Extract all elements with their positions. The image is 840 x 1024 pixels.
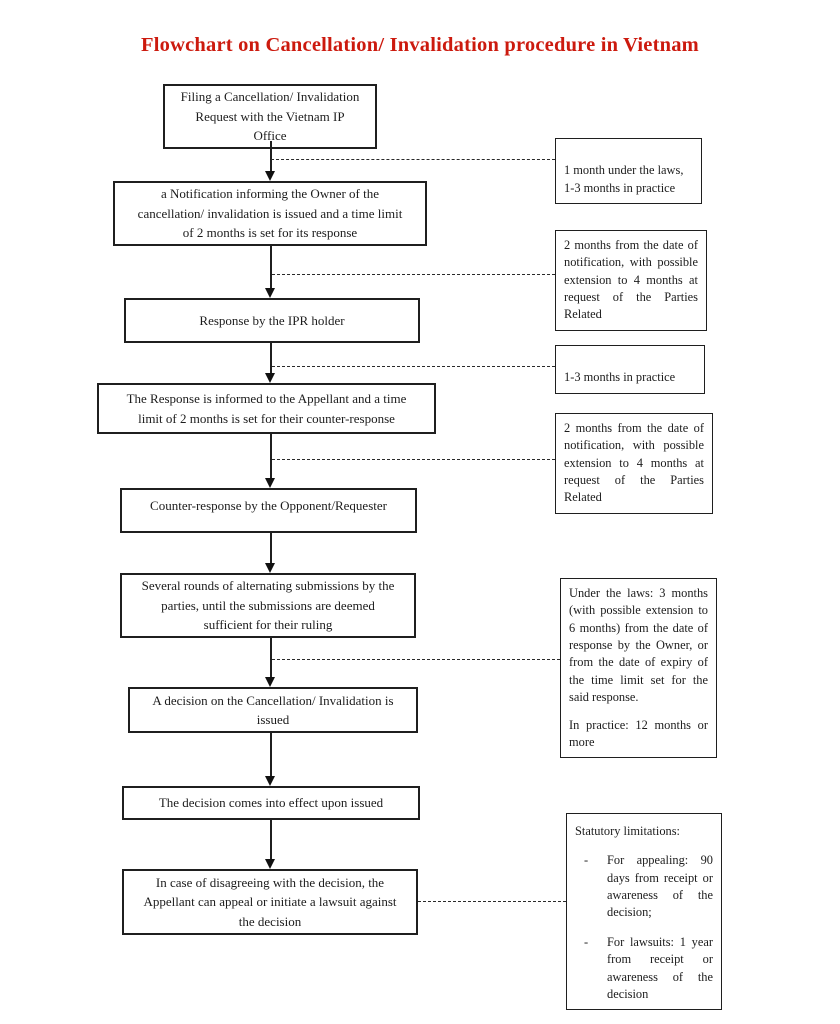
note-practice-timeline: 1-3 months in practice — [555, 345, 705, 394]
note-counter-response-timeline: 2 months from the date of notification, … — [555, 413, 713, 514]
step-decision-issued-label: A decision on the Cancellation/ Invalida… — [152, 692, 394, 728]
flow-arrow-2-shaft — [270, 245, 272, 289]
list-dash-icon: - — [584, 934, 589, 949]
note-filing-timeline: 1 month under the laws, 1-3 months in pr… — [555, 138, 702, 205]
dashed-connector-6 — [418, 901, 566, 902]
flow-arrow-5-shaft — [270, 533, 272, 564]
dashed-connector-4 — [272, 459, 555, 460]
flow-arrow-7-head-icon — [265, 776, 275, 786]
flow-arrow-4-head-icon — [265, 478, 275, 488]
step-ipr-holder-response: Response by the IPR holder — [124, 298, 420, 343]
dashed-connector-2 — [272, 274, 555, 275]
step-response-informed-label: The Response is informed to the Appellan… — [126, 391, 407, 426]
step-decision-issued: A decision on the Cancellation/ Invalida… — [128, 687, 418, 733]
note-statutory-item-appealing: - For appealing: 90 days from receipt or… — [575, 852, 713, 921]
flow-arrow-8-shaft — [270, 820, 272, 860]
step-appeal-lawsuit-label: In case of disagreeing with the decision… — [143, 874, 397, 929]
dashed-connector-3 — [272, 366, 555, 367]
note-practice-timeline-text: 1-3 months in practice — [564, 370, 676, 385]
note-statutory-limitations: Statutory limitations: - For appealing: … — [566, 813, 722, 1011]
step-alternating-submissions: Several rounds of alternating submission… — [120, 573, 416, 638]
note-decision-timeline-practice: In practice: 12 months or more — [569, 717, 708, 749]
note-statutory-item-lawsuits-text: For lawsuits: 1 year from receipt or awa… — [607, 934, 713, 1001]
note-statutory-limitations-title: Statutory limitations: — [575, 824, 680, 838]
step-counter-response: Counter-response by the Opponent/Request… — [120, 488, 417, 533]
note-statutory-item-lawsuits: - For lawsuits: 1 year from receipt or a… — [575, 934, 713, 1003]
flow-arrow-3-shaft — [270, 343, 272, 374]
note-decision-timeline-law: Under the laws: 3 months (with possible … — [569, 586, 708, 705]
flow-arrow-7-shaft — [270, 733, 272, 777]
list-dash-icon: - — [584, 853, 589, 868]
step-decision-effect-label: The decision comes into effect upon issu… — [158, 795, 384, 811]
step-decision-effect: The decision comes into effect upon issu… — [122, 786, 420, 820]
flow-arrow-2-head-icon — [265, 288, 275, 298]
flow-arrow-1-shaft — [270, 141, 272, 173]
flow-arrow-4-shaft — [270, 434, 272, 479]
flow-arrow-5-head-icon — [265, 563, 275, 573]
note-counter-response-timeline-text: 2 months from the date of notification, … — [564, 421, 704, 505]
flow-arrow-6-head-icon — [265, 677, 275, 687]
note-decision-timeline: Under the laws: 3 months (with possible … — [560, 578, 717, 759]
step-filing-request-label: Filing a Cancellation/ Invalidation Requ… — [180, 89, 360, 143]
page-title: Flowchart on Cancellation/ Invalidation … — [141, 34, 699, 56]
step-counter-response-label: Counter-response by the Opponent/Request… — [150, 498, 387, 513]
step-notification-issued: a Notification informing the Owner of th… — [113, 181, 427, 246]
step-ipr-holder-response-label: Response by the IPR holder — [199, 312, 345, 328]
dashed-connector-1 — [271, 159, 555, 160]
flow-arrow-6-shaft — [270, 637, 272, 678]
step-notification-issued-label: a Notification informing the Owner of th… — [137, 186, 403, 240]
note-statutory-item-appealing-text: For appealing: 90 days from receipt or a… — [607, 853, 713, 920]
note-notification-timeline: 2 months from the date of notification, … — [555, 230, 707, 331]
step-response-informed: The Response is informed to the Appellan… — [97, 383, 436, 434]
flow-arrow-8-head-icon — [265, 859, 275, 869]
note-filing-timeline-text: 1 month under the laws, 1-3 months in pr… — [564, 163, 684, 195]
flow-arrow-1-head-icon — [265, 171, 275, 181]
note-notification-timeline-text: 2 months from the date of notification, … — [564, 238, 698, 322]
flow-arrow-3-head-icon — [265, 373, 275, 383]
step-filing-request: Filing a Cancellation/ Invalidation Requ… — [163, 84, 377, 149]
step-appeal-lawsuit: In case of disagreeing with the decision… — [122, 869, 418, 935]
step-alternating-submissions-label: Several rounds of alternating submission… — [141, 578, 395, 632]
dashed-connector-5 — [272, 659, 560, 660]
